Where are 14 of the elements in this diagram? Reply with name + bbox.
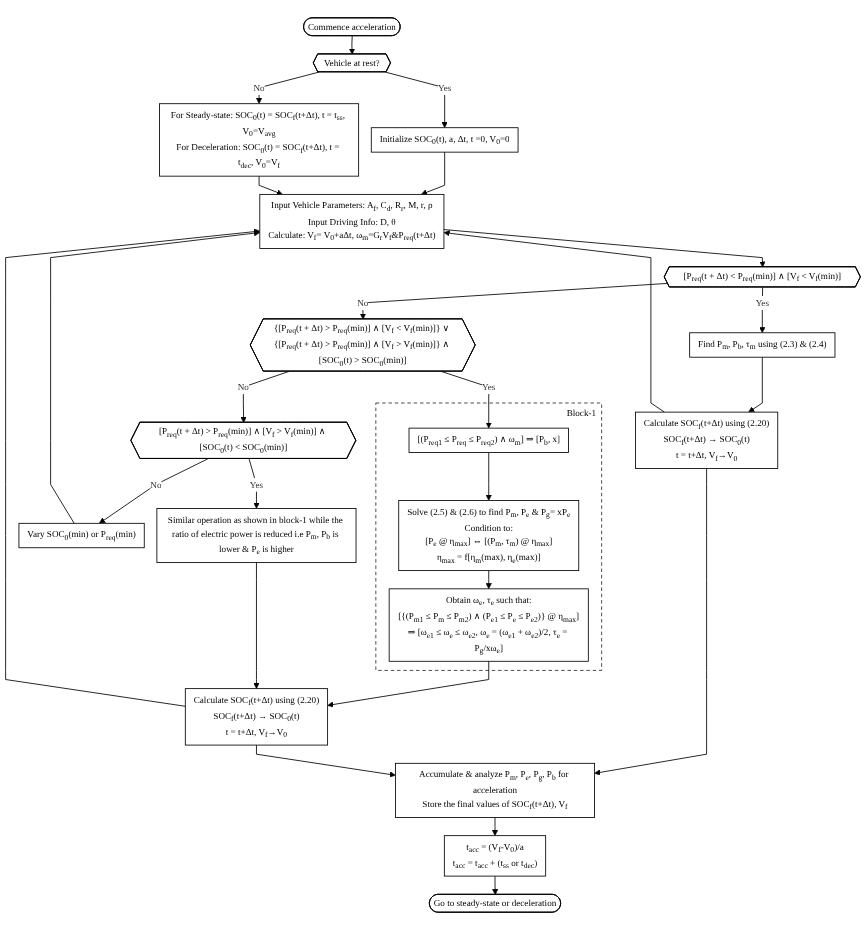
node-box: [156, 508, 357, 563]
node-box: [443, 835, 547, 877]
node-box: [259, 193, 445, 249]
node-box: [689, 332, 836, 358]
cluster: [375, 402, 602, 671]
node-box: [18, 522, 145, 549]
node-box: [635, 411, 779, 469]
node-box: [184, 688, 329, 746]
node-box: [370, 127, 519, 153]
node-box: [408, 427, 569, 453]
node-box: [159, 103, 360, 177]
node-box: [398, 500, 580, 571]
node-box: [388, 588, 589, 662]
node-box: [395, 762, 595, 818]
